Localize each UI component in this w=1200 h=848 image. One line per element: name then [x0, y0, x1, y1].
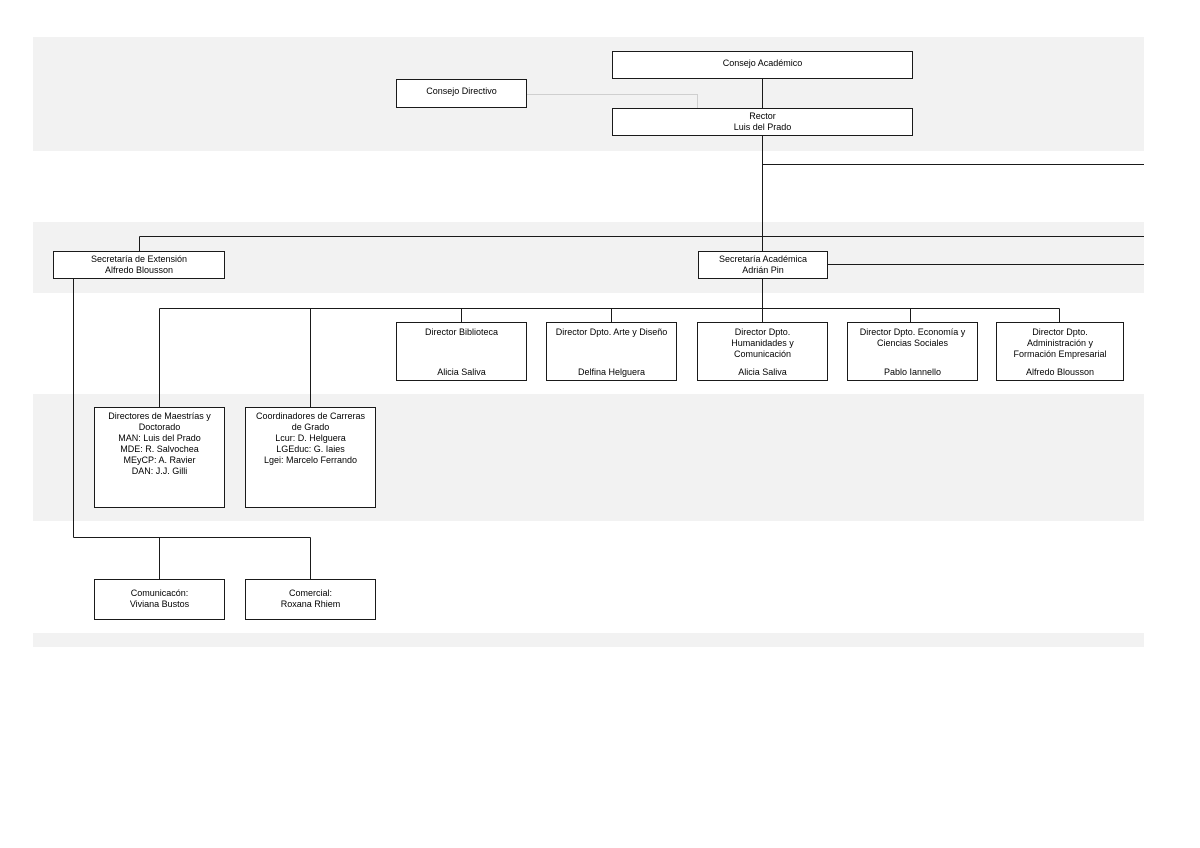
- node-title: Director Dpto. Economía y Ciencias Socia…: [859, 327, 966, 348]
- node-director-economia: Director Dpto. Economía y Ciencias Socia…: [847, 322, 978, 381]
- node-director-biblioteca: Director Biblioteca Alicia Saliva: [396, 322, 527, 381]
- node-consejo-academico: Consejo Académico: [612, 51, 913, 79]
- node-title: Director Dpto. Arte y Diseño: [555, 327, 668, 337]
- node-person: Viviana Bustos: [129, 599, 190, 609]
- node-person: Pablo Iannello: [883, 367, 942, 377]
- node-title: Comercial:: [288, 588, 332, 598]
- node-secretaria-extension: Secretaría de Extensión Alfredo Blousson: [53, 251, 225, 279]
- node-directores-maestrias: Directores de Maestrías y Doctorado MAN:…: [94, 407, 225, 508]
- node-title: Director Biblioteca: [424, 327, 499, 337]
- node-title: Director Dpto. Administración y Formació…: [1013, 327, 1107, 359]
- node-title: Rector: [749, 111, 776, 121]
- node-person: Alfredo Blousson: [104, 265, 174, 275]
- node-comercial: Comercial: Roxana Rhiem: [245, 579, 376, 620]
- node-person: Alicia Saliva: [437, 367, 486, 377]
- node-person: Delfina Helguera: [577, 367, 646, 377]
- node-person: Roxana Rhiem: [280, 599, 341, 609]
- node-title: Director Dpto. Humanidades y Comunicació…: [731, 327, 794, 359]
- node-person: Luis del Prado: [733, 122, 792, 132]
- node-title: Consejo Académico: [722, 58, 803, 68]
- node-title: Directores de Maestrías y Doctorado: [108, 411, 211, 432]
- node-title: Secretaría de Extensión: [90, 254, 188, 264]
- connector-consejo-directivo-rector: [526, 94, 698, 108]
- node-director-administracion: Director Dpto. Administración y Formació…: [996, 322, 1124, 381]
- node-director-humanidades: Director Dpto. Humanidades y Comunicació…: [697, 322, 828, 381]
- node-rector: Rector Luis del Prado: [612, 108, 913, 136]
- node-person: Alfredo Blousson: [1025, 367, 1095, 377]
- node-consejo-directivo: Consejo Directivo: [396, 79, 527, 108]
- node-roster: MAN: Luis del Prado MDE: R. Salvochea ME…: [118, 433, 201, 476]
- level-band-4: [33, 633, 1144, 647]
- node-director-arte: Director Dpto. Arte y Diseño Delfina Hel…: [546, 322, 677, 381]
- node-person: Adrián Pin: [742, 265, 784, 275]
- node-title: Comunicacón:: [130, 588, 189, 598]
- node-title: Coordinadores de Carreras de Grado: [255, 411, 366, 432]
- node-title: Consejo Directivo: [426, 86, 497, 96]
- node-person: Alicia Saliva: [738, 367, 787, 377]
- node-coordinadores-carreras: Coordinadores de Carreras de Grado Lcur:…: [245, 407, 376, 508]
- node-comunicacion: Comunicacón: Viviana Bustos: [94, 579, 225, 620]
- node-secretaria-academica: Secretaría Académica Adrián Pin: [698, 251, 828, 279]
- node-title: Secretaría Académica: [718, 254, 808, 264]
- node-roster: Lcur: D. Helguera LGEduc: G. Iaies Lgei:…: [263, 433, 358, 465]
